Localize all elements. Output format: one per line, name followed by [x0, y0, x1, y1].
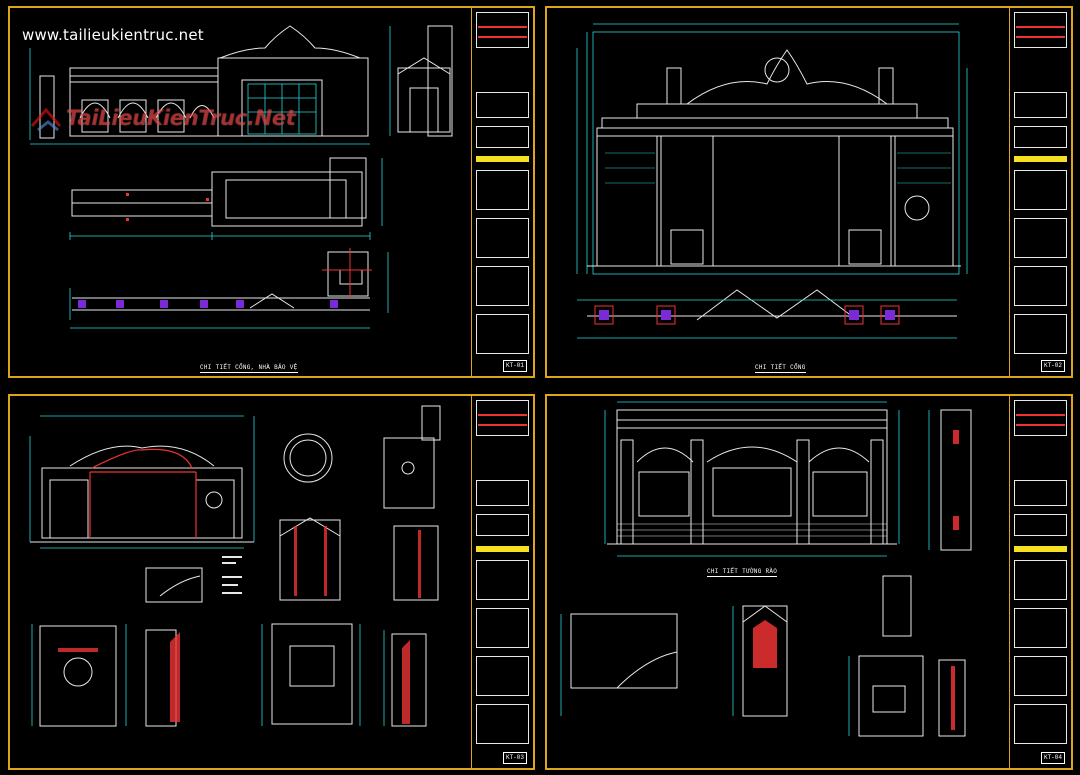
sheet-3[interactable]: KT-03 — [8, 394, 535, 770]
watermark-logo-icon — [30, 107, 62, 132]
sheet-1[interactable]: CHI TIẾT CỔNG, NHÀ BẢO VỆ KT-01 — [8, 6, 535, 378]
sheet-1-caption: CHI TIẾT CỔNG, NHÀ BẢO VỆ — [200, 364, 298, 373]
watermark-text: TaiLieuKienTruc.Net — [66, 106, 296, 130]
sheet-1-number: KT-01 — [503, 360, 527, 372]
watermark: TaiLieuKienTruc.Net — [28, 104, 296, 134]
title-block-3: KT-03 — [471, 396, 533, 768]
title-block-4: KT-04 — [1009, 396, 1071, 768]
sheet-2-number: KT-02 — [1041, 360, 1065, 372]
sheet-2-caption: CHI TIẾT CỔNG — [755, 364, 806, 373]
site-url[interactable]: www.tailieukientruc.net — [22, 26, 204, 44]
sheet-2[interactable]: CHI TIẾT CỔNG KT-02 — [545, 6, 1073, 378]
title-block-2: KT-02 — [1009, 8, 1071, 376]
sheet-4-caption: CHI TIẾT TƯỜNG RÀO — [707, 568, 778, 577]
sheet-3-drawing — [29, 405, 441, 727]
sheet-3-number: KT-03 — [503, 752, 527, 764]
sheet-2-drawing — [576, 23, 968, 339]
title-block-1: KT-01 — [471, 8, 533, 376]
sheet-4[interactable]: CHI TIẾT TƯỜNG RÀO KT-04 — [545, 394, 1073, 770]
sheet-4-number: KT-04 — [1041, 752, 1065, 764]
sheet-1-drawing — [29, 25, 453, 329]
sheet-4-drawing — [560, 401, 972, 737]
